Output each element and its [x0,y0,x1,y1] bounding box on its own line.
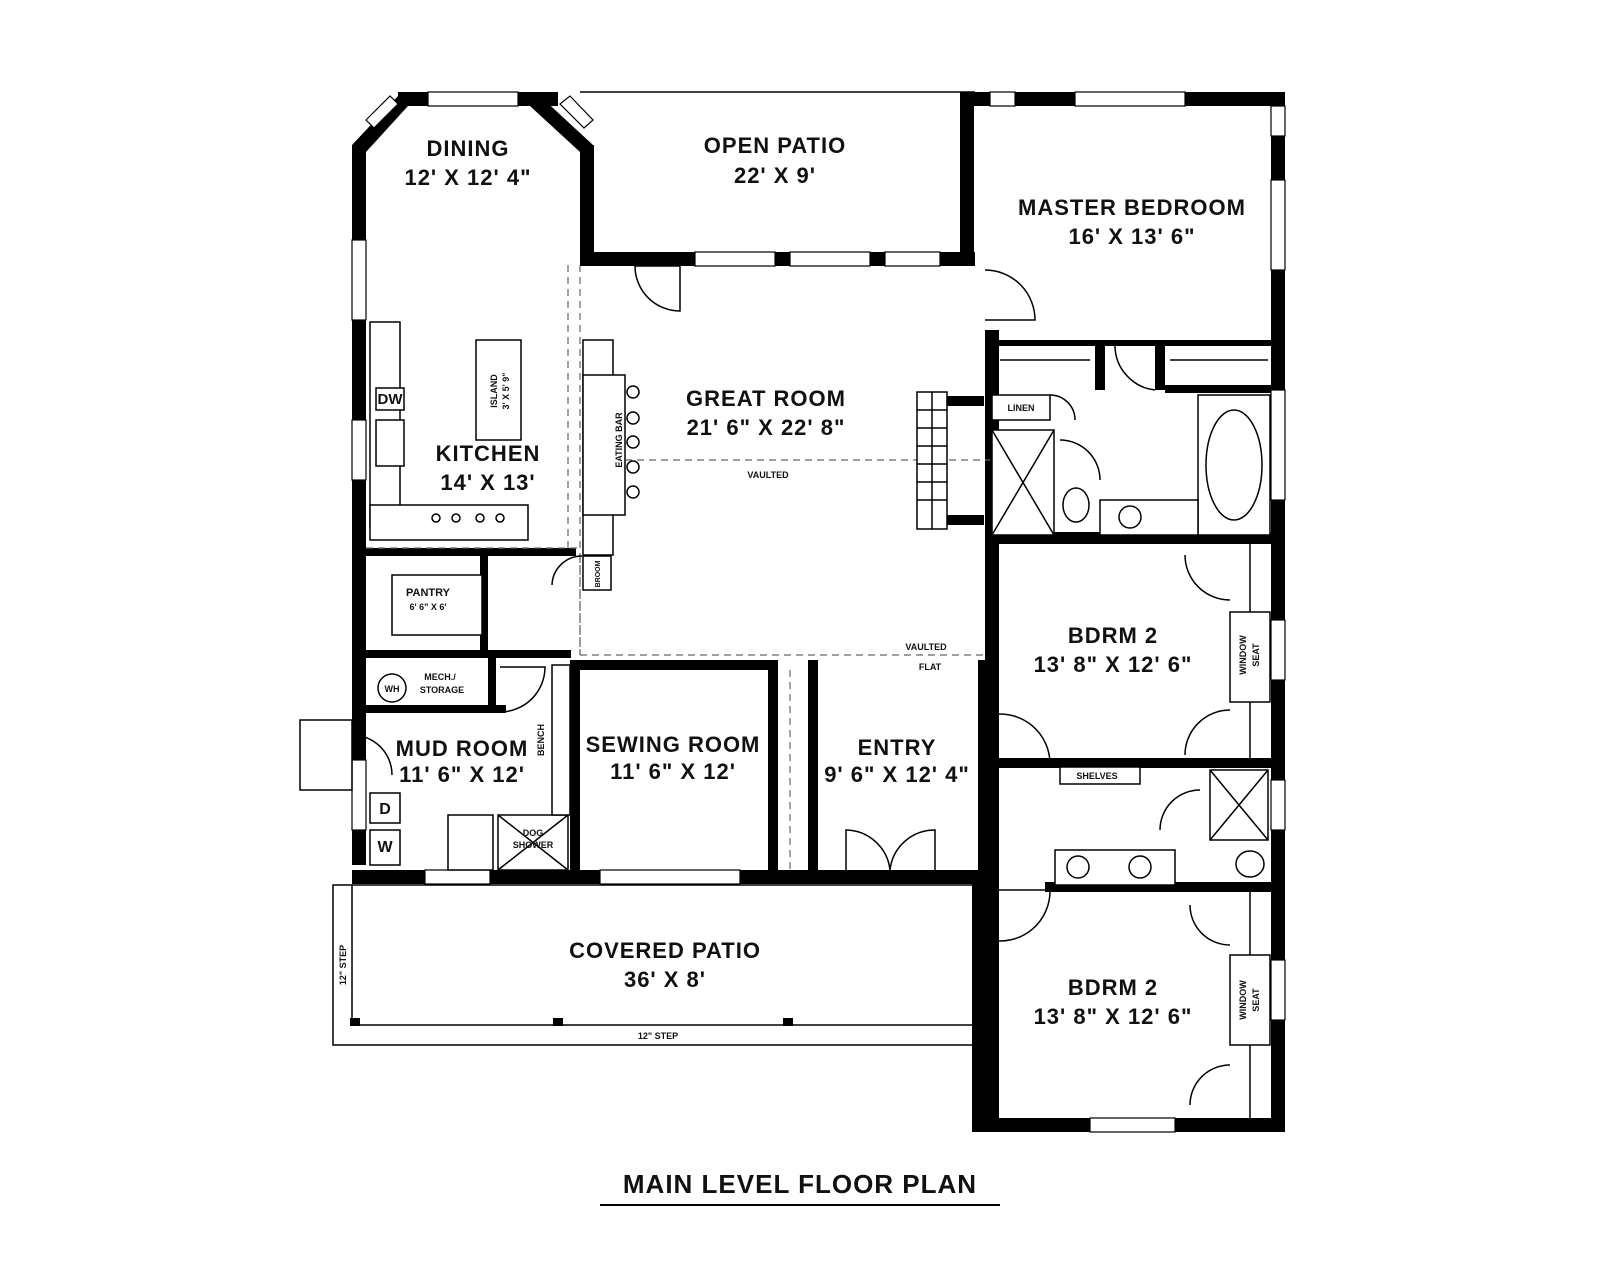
bdrm-2-name-lower: BDRM 2 [1068,975,1158,1000]
dining-name: DINING [427,136,510,161]
fixtures [369,321,1271,1118]
open-patio-name: OPEN PATIO [704,133,846,158]
kitchen-dims: 14' X 13' [440,470,535,495]
mech-name-2: STORAGE [420,685,464,695]
mud-room-dims: 11' 6" X 12' [399,762,525,787]
covered-patio-dims: 36' X 8' [624,967,706,992]
water-heater-label: WH [385,684,400,694]
great-room-name: GREAT ROOM [686,386,846,411]
dishwasher-label: DW [378,391,404,408]
plan-title-group: MAIN LEVEL FLOOR PLAN [600,1169,1000,1206]
window-seat-label-upper: WINDOW [1238,635,1248,675]
windows [351,91,1286,1133]
master-bedroom-dims: 16' X 13' 6" [1068,224,1195,249]
window-seat-label-lower-2: SEAT [1251,988,1261,1012]
covered-patio-name: COVERED PATIO [569,938,761,963]
flat-label: FLAT [919,662,942,672]
dryer-label: D [379,801,391,818]
linen-label: LINEN [1008,403,1035,413]
bdrm-2-name-upper: BDRM 2 [1068,623,1158,648]
fixture-labels: ISLAND 3' X 5' 9" EATING BAR BROOM DW WH… [338,372,1261,1041]
shelves-label: SHELVES [1076,771,1117,781]
broom-label: BROOM [595,560,602,587]
great-room-vaulted: VAULTED [747,470,789,480]
pantry-dims: 6' 6" X 6' [409,602,446,612]
bdrm-2-dims-lower: 13' 8" X 12' 6" [1034,1004,1193,1029]
mud-room-name: MUD ROOM [396,736,529,761]
great-room-dims: 21' 6" X 22' 8" [687,415,846,440]
mech-name: MECH./ [424,672,456,682]
island-dims: 3' X 5' 9" [501,372,511,409]
dog-label: DOG [523,828,544,838]
eating-bar-label: EATING BAR [614,412,624,468]
patio-outlines [299,91,975,1046]
entry-name: ENTRY [858,735,937,760]
window-seat-label-upper-2: SEAT [1251,643,1261,667]
pantry-name: PANTRY [406,587,451,599]
doors [351,265,1231,1106]
plan-title: MAIN LEVEL FLOOR PLAN [623,1169,977,1199]
open-patio-dims: 22' X 9' [734,163,816,188]
sewing-room-name: SEWING ROOM [586,732,761,757]
dining-dims: 12' X 12' 4" [404,165,531,190]
master-bedroom-name: MASTER BEDROOM [1018,195,1246,220]
entry-dims: 9' 6" X 12' 4" [824,762,970,787]
bench-label: BENCH [536,724,546,756]
sewing-room-dims: 11' 6" X 12' [610,759,736,784]
shower-label: SHOWER [513,840,554,850]
washer-label: W [377,839,393,856]
bdrm-2-dims-upper: 13' 8" X 12' 6" [1034,652,1193,677]
window-seat-label-lower: WINDOW [1238,980,1248,1020]
kitchen-name: KITCHEN [436,441,541,466]
step-label-bottom: 12" STEP [638,1031,678,1041]
room-labels: DINING 12' X 12' 4" OPEN PATIO 22' X 9' … [396,133,1246,1029]
island-label: ISLAND [489,374,499,408]
vaulted-label: VAULTED [905,642,947,652]
step-label-left: 12" STEP [338,945,348,985]
